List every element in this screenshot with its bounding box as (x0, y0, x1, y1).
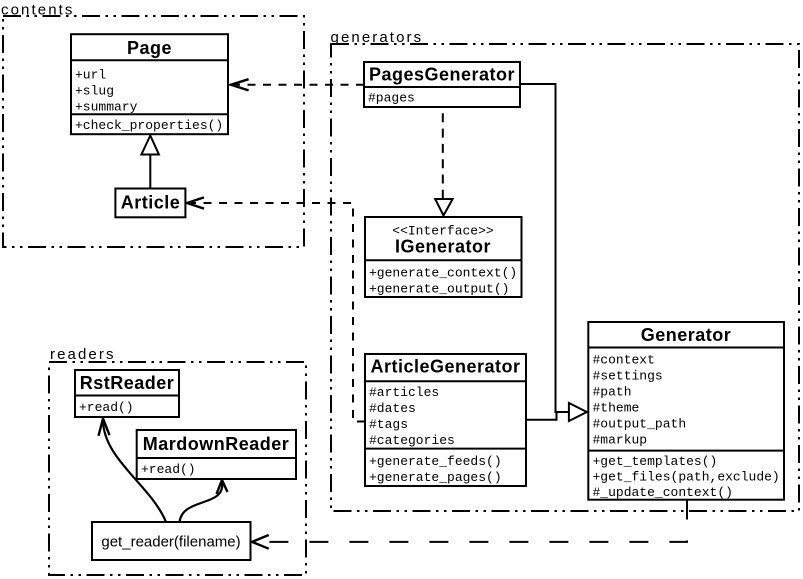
svg-text:#context: #context (593, 353, 655, 368)
svg-text:+get_files(path,exclude): +get_files(path,exclude) (593, 470, 780, 485)
svg-text:+check_properties(): +check_properties() (75, 118, 223, 133)
svg-text:#path: #path (593, 385, 632, 400)
svg-text:+generate_output(): +generate_output() (369, 281, 509, 296)
svg-text:IGenerator: IGenerator (395, 236, 491, 256)
svg-text:+read(): +read() (79, 400, 134, 415)
svg-text:#dates: #dates (369, 401, 416, 416)
svg-text:#categories: #categories (369, 433, 455, 448)
svg-text:#settings: #settings (593, 369, 663, 384)
svg-text:+generate_feeds(): +generate_feeds() (369, 454, 502, 469)
svg-text:+get_templates(): +get_templates() (593, 454, 718, 469)
svg-text:generators: generators (331, 29, 424, 46)
svg-text:#pages: #pages (368, 91, 415, 106)
svg-text:Generator: Generator (641, 325, 732, 345)
svg-text:#tags: #tags (369, 417, 408, 432)
svg-text:#articles: #articles (369, 385, 439, 400)
svg-text:+summary: +summary (75, 99, 138, 114)
svg-text:+url: +url (75, 67, 106, 82)
svg-text:#theme: #theme (593, 401, 640, 416)
svg-text:<<Interface>>: <<Interface>> (392, 224, 494, 239)
svg-text:+generate_pages(): +generate_pages() (369, 470, 502, 485)
svg-text:Page: Page (127, 38, 172, 58)
svg-text:+read(): +read() (141, 462, 196, 477)
svg-text:+generate_context(): +generate_context() (369, 265, 517, 280)
svg-text:Article: Article (121, 193, 181, 213)
svg-text:#markup: #markup (593, 433, 648, 448)
svg-text:+slug: +slug (75, 83, 114, 98)
svg-text:ArticleGenerator: ArticleGenerator (370, 357, 520, 377)
svg-text:readers: readers (50, 346, 116, 363)
svg-text:get_reader(filename): get_reader(filename) (101, 533, 240, 550)
svg-text:contents: contents (1, 2, 75, 19)
svg-text:MardownReader: MardownReader (143, 434, 290, 454)
svg-text:PagesGenerator: PagesGenerator (369, 65, 515, 85)
svg-text:RstReader: RstReader (80, 373, 175, 393)
svg-text:#_update_context(): #_update_context() (593, 485, 733, 500)
svg-text:#output_path: #output_path (593, 417, 687, 432)
